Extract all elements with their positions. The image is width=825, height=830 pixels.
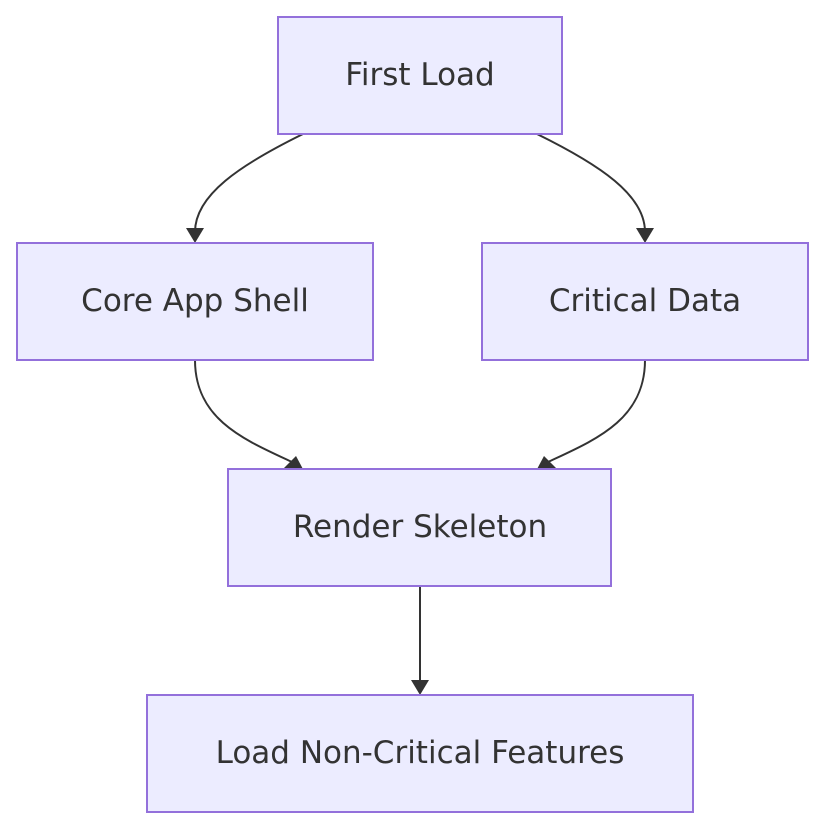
edge-critical-data-to-render-skeleton (547, 359, 646, 463)
node-box (16, 242, 374, 361)
edge-first-load-to-critical-data (536, 133, 646, 233)
node-label: Render Skeleton (293, 509, 547, 545)
node-box (146, 694, 694, 813)
arrowhead-render-skeleton-right (536, 456, 556, 471)
node-label: Critical Data (549, 283, 741, 319)
node-label: Load Non-Critical Features (216, 735, 625, 771)
arrowhead-load-non-critical (411, 680, 429, 695)
node-core-app-shell: Core App Shell (16, 242, 374, 361)
node-label: First Load (345, 57, 494, 93)
edge-core-app-shell-to-render-skeleton (194, 359, 293, 463)
node-box (277, 16, 563, 135)
node-load-non-critical-features: Load Non-Critical Features (146, 694, 694, 813)
node-box (481, 242, 809, 361)
arrowhead-core-app-shell (186, 228, 204, 243)
node-render-skeleton: Render Skeleton (227, 468, 612, 587)
node-label: Core App Shell (81, 283, 309, 319)
edges (186, 133, 654, 695)
arrowhead-critical-data (636, 228, 654, 243)
node-box (227, 468, 612, 587)
arrowhead-render-skeleton-left (284, 456, 304, 471)
node-first-load: First Load (277, 16, 563, 135)
edge-first-load-to-core-app-shell (194, 133, 304, 233)
node-critical-data: Critical Data (481, 242, 809, 361)
